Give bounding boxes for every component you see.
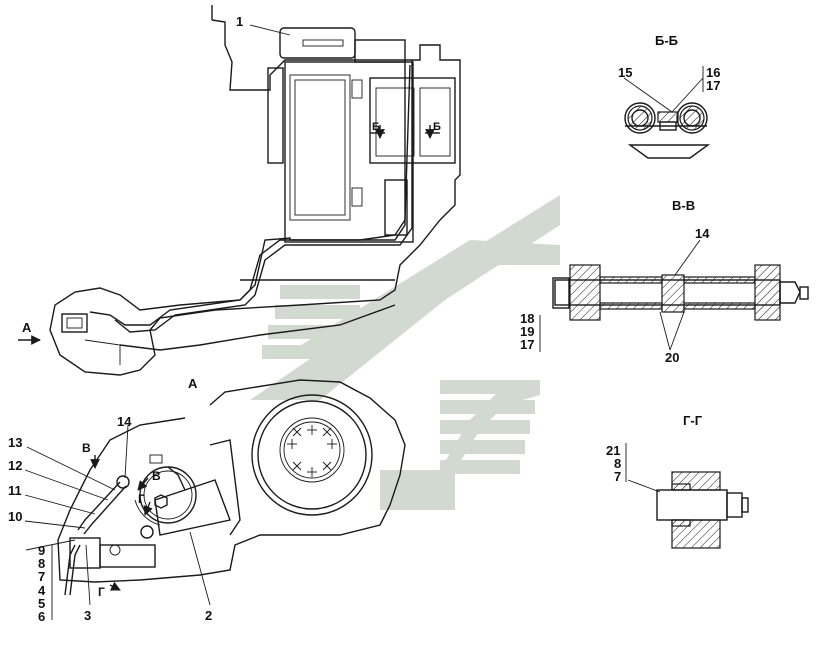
callout-8: 8: [38, 556, 45, 571]
callout-14: 14: [117, 414, 132, 429]
section-gg-callout-7: 7: [614, 469, 621, 484]
section-bb-drawing: [623, 66, 711, 159]
callout-11: 11: [8, 483, 22, 498]
callout-13: 13: [8, 435, 22, 450]
air-cleaner: [279, 27, 356, 59]
callout-3: 3: [84, 608, 91, 623]
section-gg-drawing: [625, 443, 749, 549]
section-vv-callout-19: 19: [520, 324, 534, 339]
watermark-logo: [250, 195, 560, 510]
callout-9: 9: [38, 543, 45, 558]
section-vv-callout-18: 18: [520, 311, 534, 326]
section-vv-callout-20: 20: [665, 350, 679, 365]
callout-2: 2: [205, 608, 212, 623]
view-a-title: А: [188, 376, 198, 391]
view-a-detail: [24, 379, 406, 620]
section-bb-callout-17: 17: [706, 78, 720, 93]
callout-6: 6: [38, 609, 45, 624]
callout-1: 1: [236, 14, 243, 29]
section-g-marker-detail: Г: [138, 492, 145, 506]
section-bb-callout-16: 16: [706, 65, 720, 80]
callout-5: 5: [38, 596, 45, 611]
section-vv-callout-17: 17: [520, 337, 534, 352]
section-bb-callout-15: 15: [618, 65, 632, 80]
view-a-arrow-label: А: [22, 320, 32, 335]
callout-12: 12: [8, 458, 22, 473]
cab-view: [18, 5, 461, 376]
section-gg-title: Г-Г: [683, 413, 703, 428]
section-gg-callout-21: 21: [606, 443, 620, 458]
section-v-marker-detail: В: [152, 469, 161, 483]
callout-4: 4: [38, 583, 46, 598]
section-vv-callout-14: 14: [695, 226, 710, 241]
callout-10: 10: [8, 509, 22, 524]
section-vv-drawing: [539, 239, 809, 352]
section-v-marker: В: [82, 441, 91, 455]
section-b-marker-left: Б: [372, 121, 380, 133]
section-bb-title: Б-Б: [655, 33, 678, 48]
section-gg-callout-8: 8: [614, 456, 621, 471]
section-b-marker-right: Б: [433, 121, 441, 133]
section-g-marker: Г: [98, 585, 105, 599]
section-vv-title: В-В: [672, 198, 695, 213]
callout-7: 7: [38, 569, 45, 584]
